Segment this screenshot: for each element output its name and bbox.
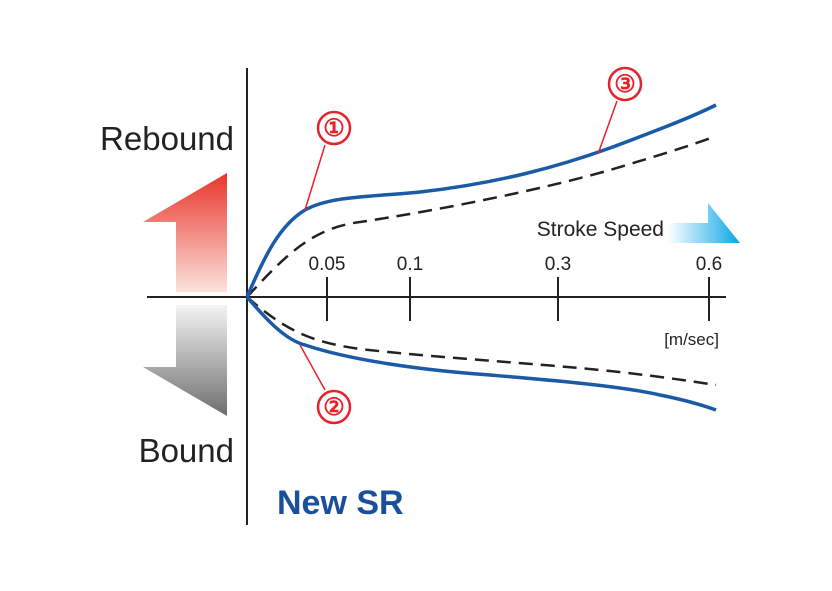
marker-label: ② (323, 394, 345, 421)
x-ticks: 0.05 0.1 0.3 0.6 (309, 254, 722, 321)
arrow-right-icon (668, 203, 740, 243)
marker-leader-line (304, 144, 326, 211)
bound-curve-new (245, 295, 717, 412)
marker-circle (316, 389, 352, 425)
unit-label: [m/sec] (664, 330, 719, 349)
bound-label: Bound (139, 432, 234, 469)
x-tick-label: 0.05 (309, 254, 346, 275)
x-tick-label: 0.6 (696, 254, 722, 275)
rebound-label: Rebound (100, 120, 234, 157)
chart-title: New SR (277, 484, 404, 522)
bound-curve-old (246, 296, 717, 387)
arrow-down-icon (143, 305, 227, 416)
arrow-up-icon (143, 173, 227, 292)
stroke-speed-label: Stroke Speed (537, 218, 664, 241)
rebound-curve-new (245, 103, 717, 298)
markers: ① ② ③ (299, 66, 643, 425)
marker-circle (316, 110, 352, 146)
rebound-curve-old (246, 134, 717, 298)
marker-label: ① (323, 115, 345, 142)
marker-circle (607, 66, 643, 102)
marker-leader-line (597, 100, 618, 155)
x-tick-label: 0.3 (545, 254, 571, 275)
marker-label: ③ (614, 71, 636, 98)
marker-leader-line (299, 344, 326, 391)
x-tick-label: 0.1 (397, 254, 423, 275)
